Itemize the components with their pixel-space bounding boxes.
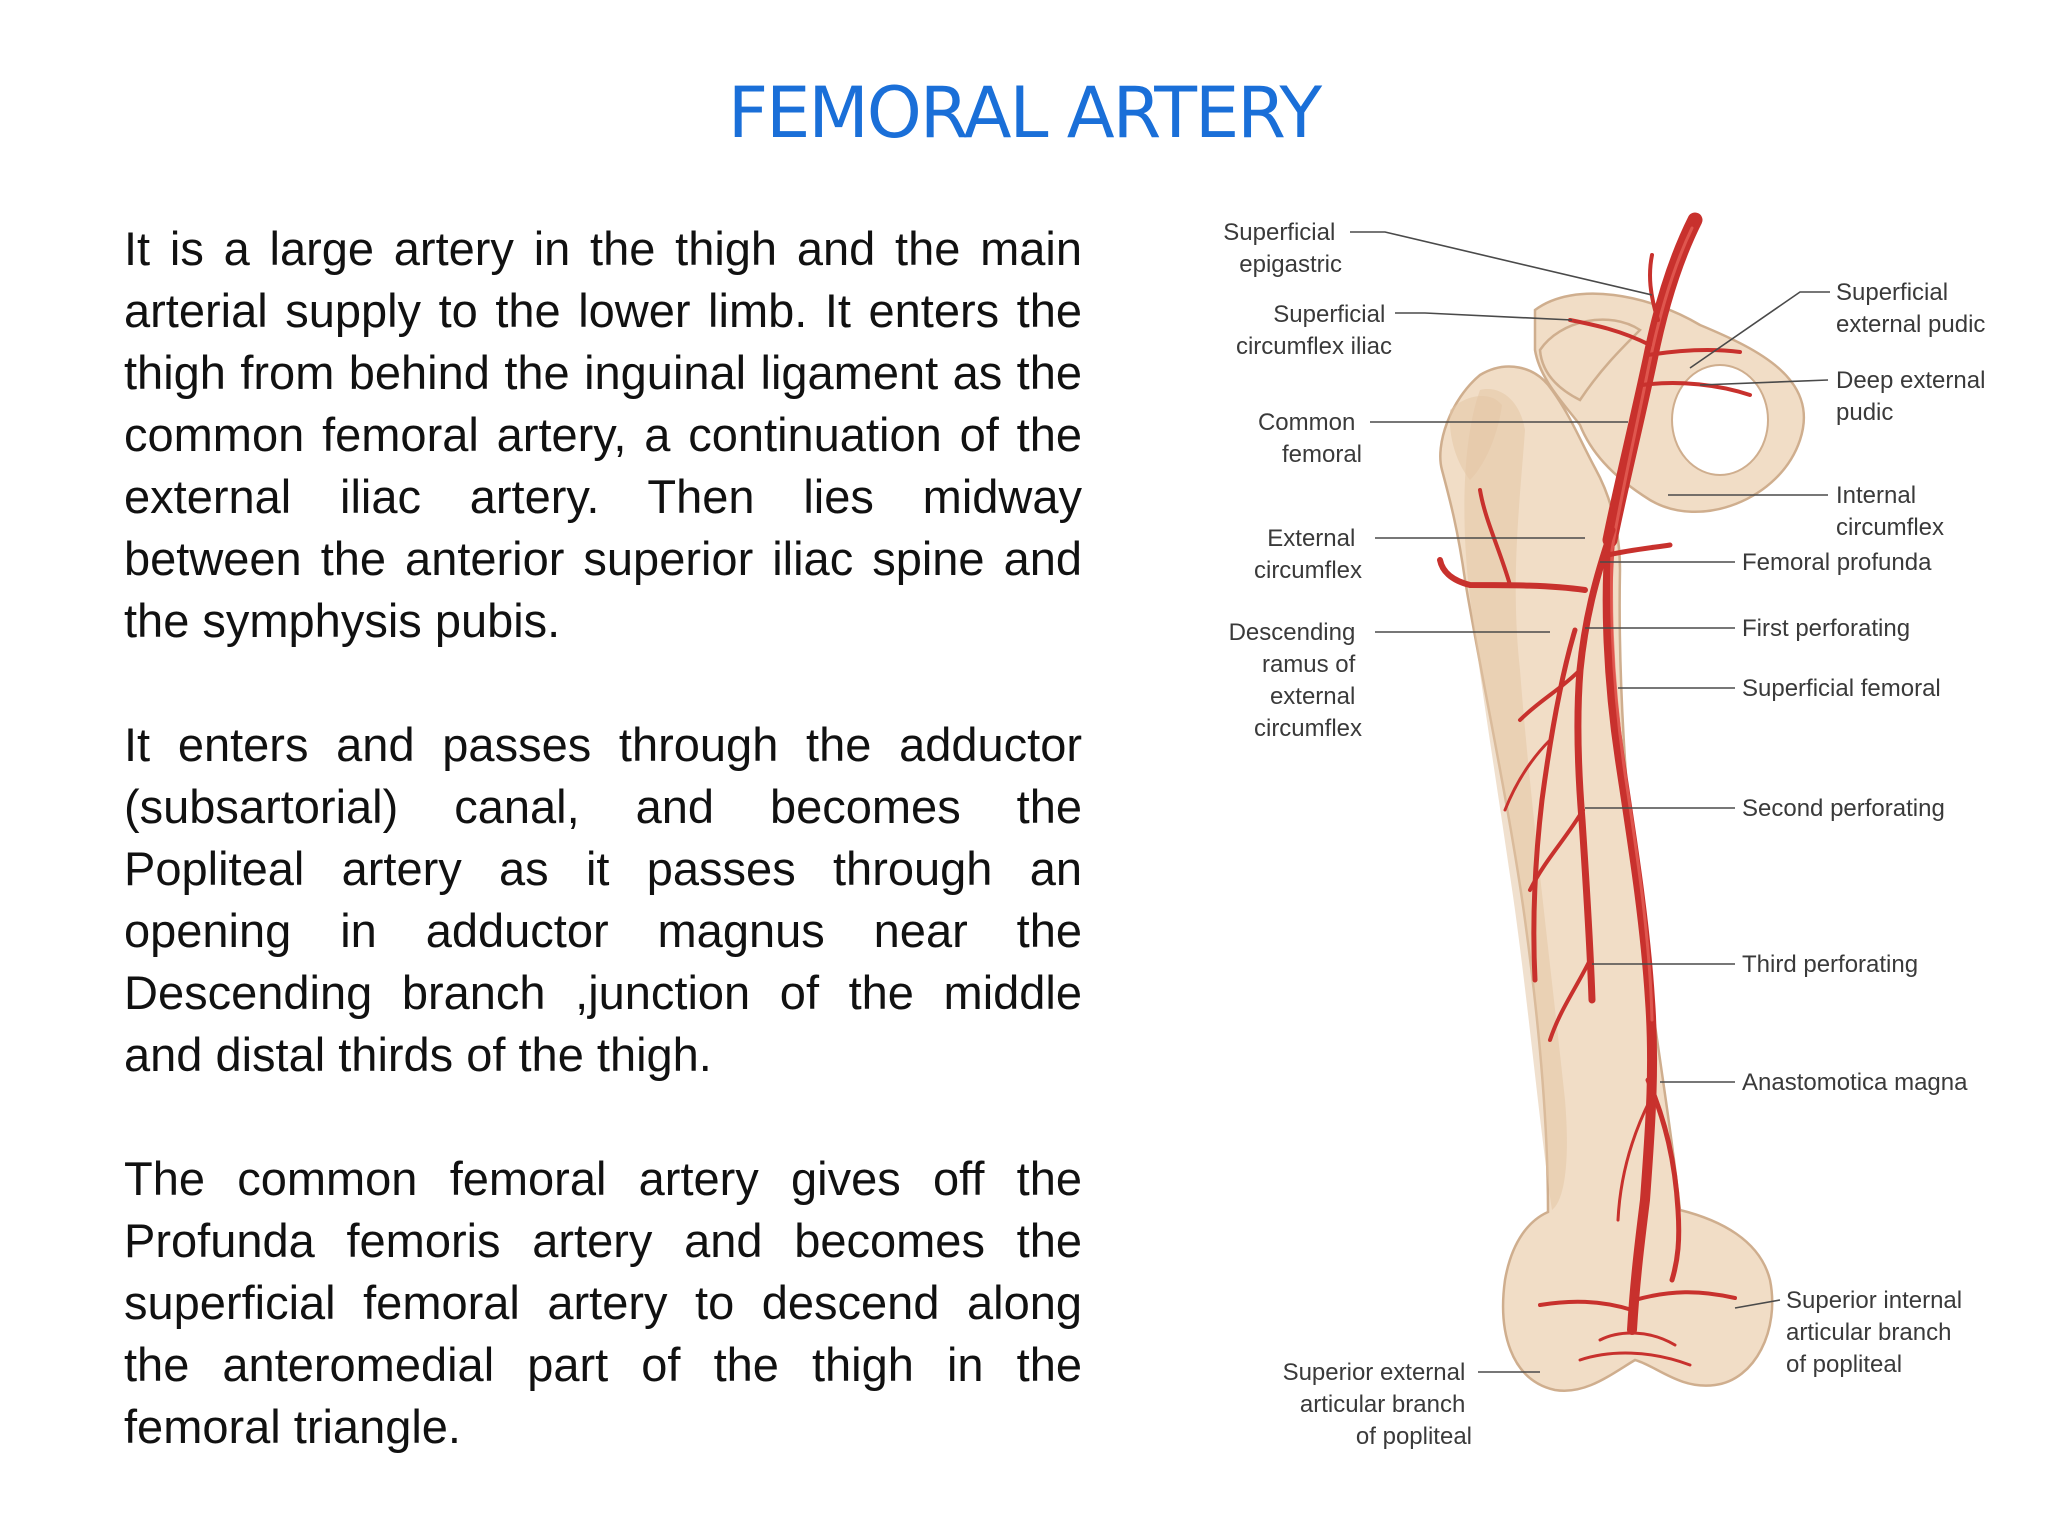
internal-circumflex-artery	[1605, 542, 1673, 558]
femoral-profunda-artery	[1574, 526, 1616, 1004]
leader-deep-external-pudic	[1699, 379, 1829, 386]
superior-internal-articular-artery	[1633, 1290, 1737, 1302]
label-superficial-epigastric: Superficial epigastric	[1223, 219, 1342, 278]
leader-superior-internal-articular	[1734, 1299, 1781, 1309]
femur-artery-diagram: Superficial epigastric Superficial circu…	[1223, 212, 1992, 1450]
femur-shading	[1464, 389, 1567, 1210]
body-text: It is a large artery in the thigh and th…	[124, 218, 1082, 1520]
anastomotica-magna-branch	[1616, 1098, 1652, 1222]
femoral-artery-illustration: Superficial epigastric Superficial circu…	[1180, 200, 2048, 1536]
descending-ramus-branch	[1503, 738, 1552, 812]
label-femoral-profunda: Femoral profunda	[1742, 549, 1932, 576]
first-perforating-artery	[1518, 668, 1582, 722]
label-superficial-femoral: Superficial femoral	[1742, 675, 1941, 702]
leader-superficial-circumflex-iliac	[1395, 312, 1573, 321]
label-descending-ramus: Descending ramus of external circumflex	[1229, 619, 1362, 742]
paragraph-intro: It is a large artery in the thigh and th…	[124, 222, 1082, 647]
label-superior-internal-articular: Superior internal articular branch of po…	[1786, 1287, 1969, 1378]
superficial-femoral-artery	[1602, 535, 1658, 1335]
slide-title: FEMORAL ARTERY	[727, 72, 1322, 154]
superficial-external-pudic-artery	[1646, 347, 1742, 357]
label-external-circumflex: External circumflex	[1254, 525, 1362, 584]
label-anastomotica-magna: Anastomotica magna	[1742, 1069, 1968, 1096]
second-perforating-artery	[1528, 808, 1585, 892]
leader-superficial-epigastric	[1350, 231, 1653, 296]
label-common-femoral: Common femoral	[1258, 409, 1362, 468]
label-superficial-external-pudic: Superficial external pudic	[1836, 279, 1985, 338]
genicular-network	[1578, 1331, 1692, 1367]
label-superficial-circumflex-iliac: Superficial circumflex iliac	[1236, 301, 1392, 360]
label-second-perforating: Second perforating	[1742, 795, 1945, 822]
paragraph-adductor-canal: It enters and passes through the adducto…	[124, 718, 1082, 1081]
external-circumflex-ascending	[1478, 488, 1512, 587]
descending-ramus-artery	[1531, 627, 1578, 983]
label-deep-external-pudic: Deep external pudic	[1836, 367, 1992, 426]
label-first-perforating: First perforating	[1742, 615, 1910, 642]
superficial-circumflex-iliac-artery	[1568, 318, 1652, 347]
deep-external-pudic-artery	[1640, 381, 1752, 397]
superior-external-articular-artery	[1538, 1299, 1634, 1312]
external-circumflex-artery	[1437, 557, 1588, 593]
label-third-perforating: Third perforating	[1742, 951, 1918, 978]
third-perforating-artery	[1548, 958, 1592, 1042]
superficial-femoral-highlight	[1610, 226, 1694, 1022]
label-internal-circumflex: Internal circumflex	[1836, 482, 1944, 541]
paragraph-branches: The common femoral artery gives off the …	[124, 1152, 1082, 1453]
leader-superficial-external-pudic	[1689, 291, 1830, 369]
anastomotica-magna-artery	[1645, 1077, 1682, 1283]
superficial-epigastric-artery	[1648, 253, 1660, 322]
label-superior-external-articular: Superior external articular branch of po…	[1283, 1359, 1472, 1450]
greater-trochanter-shading	[1449, 395, 1502, 480]
